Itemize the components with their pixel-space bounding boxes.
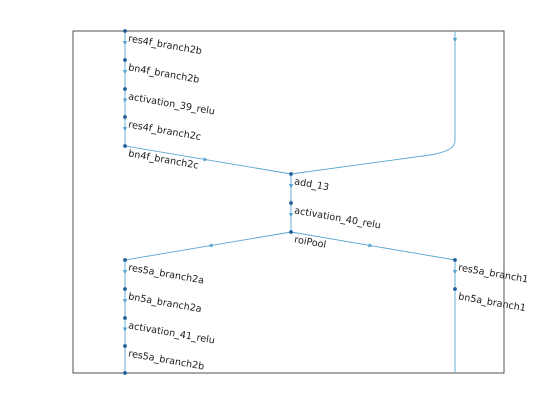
arrow-roiPool-to-res5a_branch2a <box>208 243 213 248</box>
node-dot-bn5a_branch2a <box>123 287 127 291</box>
skip-connection-edge <box>290 31 456 175</box>
node-label-activation_41_relu: activation_41_relu <box>127 320 215 346</box>
arrow-roiPool-to-res5a_branch1 <box>368 243 373 248</box>
node-dot-add_13 <box>289 172 293 176</box>
node-dot-bn4f_branch2c <box>123 144 127 148</box>
node-dot-continuation <box>123 371 127 375</box>
node-label-roiPool: roiPool <box>293 234 327 250</box>
node-label-activation_39_relu: activation_39_relu <box>127 91 215 117</box>
arrow-activation_39_relu-to-res4f_branch2c <box>122 98 128 103</box>
node-label-res5a_branch2a: res5a_branch2a <box>127 262 204 286</box>
arrow-bn5a_branch2a-to-activation_41_relu <box>122 299 128 304</box>
node-dot-activation_40_relu <box>289 201 293 205</box>
node-dot-res4f_branch2b <box>123 29 127 33</box>
arrow-layer <box>122 37 458 332</box>
node-dot-bn4f_branch2b <box>123 58 127 62</box>
arrow-res4f_branch2b-to-bn4f_branch2b <box>122 41 128 46</box>
node-label-bn4f_branch2b: bn4f_branch2b <box>127 62 200 85</box>
arrow-bn4f_branch2b-to-activation_39_relu <box>122 70 128 75</box>
plot-frame <box>72 30 505 374</box>
node-dot-bn5a_branch1 <box>453 287 457 291</box>
node-label-res4f_branch2c: res4f_branch2c <box>127 119 201 143</box>
node-label-res5a_branch2b: res5a_branch2b <box>127 348 205 372</box>
arrow-res5a_branch2a-to-bn5a_branch2a <box>122 270 128 275</box>
node-label-bn5a_branch1: bn5a_branch1 <box>457 291 526 314</box>
node-dot-res5a_branch2b <box>123 344 127 348</box>
arrow-res5a_branch1-to-bn5a_branch1 <box>452 270 458 275</box>
node-label-bn4f_branch2c: bn4f_branch2c <box>127 148 199 171</box>
node-label-add_13: add_13 <box>293 176 329 193</box>
arrow-activation_40_relu-to-roiPool <box>288 213 294 218</box>
node-layer <box>123 29 457 375</box>
arrow-bn4f_branch2c-to-add_13 <box>203 157 208 162</box>
arrow-res4f_branch2c-to-bn4f_branch2c <box>122 127 128 132</box>
label-layer: res4f_branch2b bn4f_branch2b activation_39… <box>127 33 529 372</box>
node-label-res4f_branch2b: res4f_branch2b <box>127 33 202 57</box>
node-label-res5a_branch1: res5a_branch1 <box>457 262 529 285</box>
node-dot-res5a_branch1 <box>453 258 457 262</box>
node-dot-res5a_branch2a <box>123 258 127 262</box>
node-dot-res4f_branch2c <box>123 115 127 119</box>
arrow-add_13-to-activation_40_relu <box>288 184 294 189</box>
node-dot-roiPool <box>289 230 293 234</box>
arrow-activation_41_relu-to-res5a_branch2b <box>122 327 128 332</box>
node-dot-activation_39_relu <box>123 87 127 91</box>
node-label-activation_40_relu: activation_40_relu <box>293 205 381 231</box>
node-label-bn5a_branch2a: bn5a_branch2a <box>127 291 202 315</box>
node-dot-activation_41_relu <box>123 316 127 320</box>
